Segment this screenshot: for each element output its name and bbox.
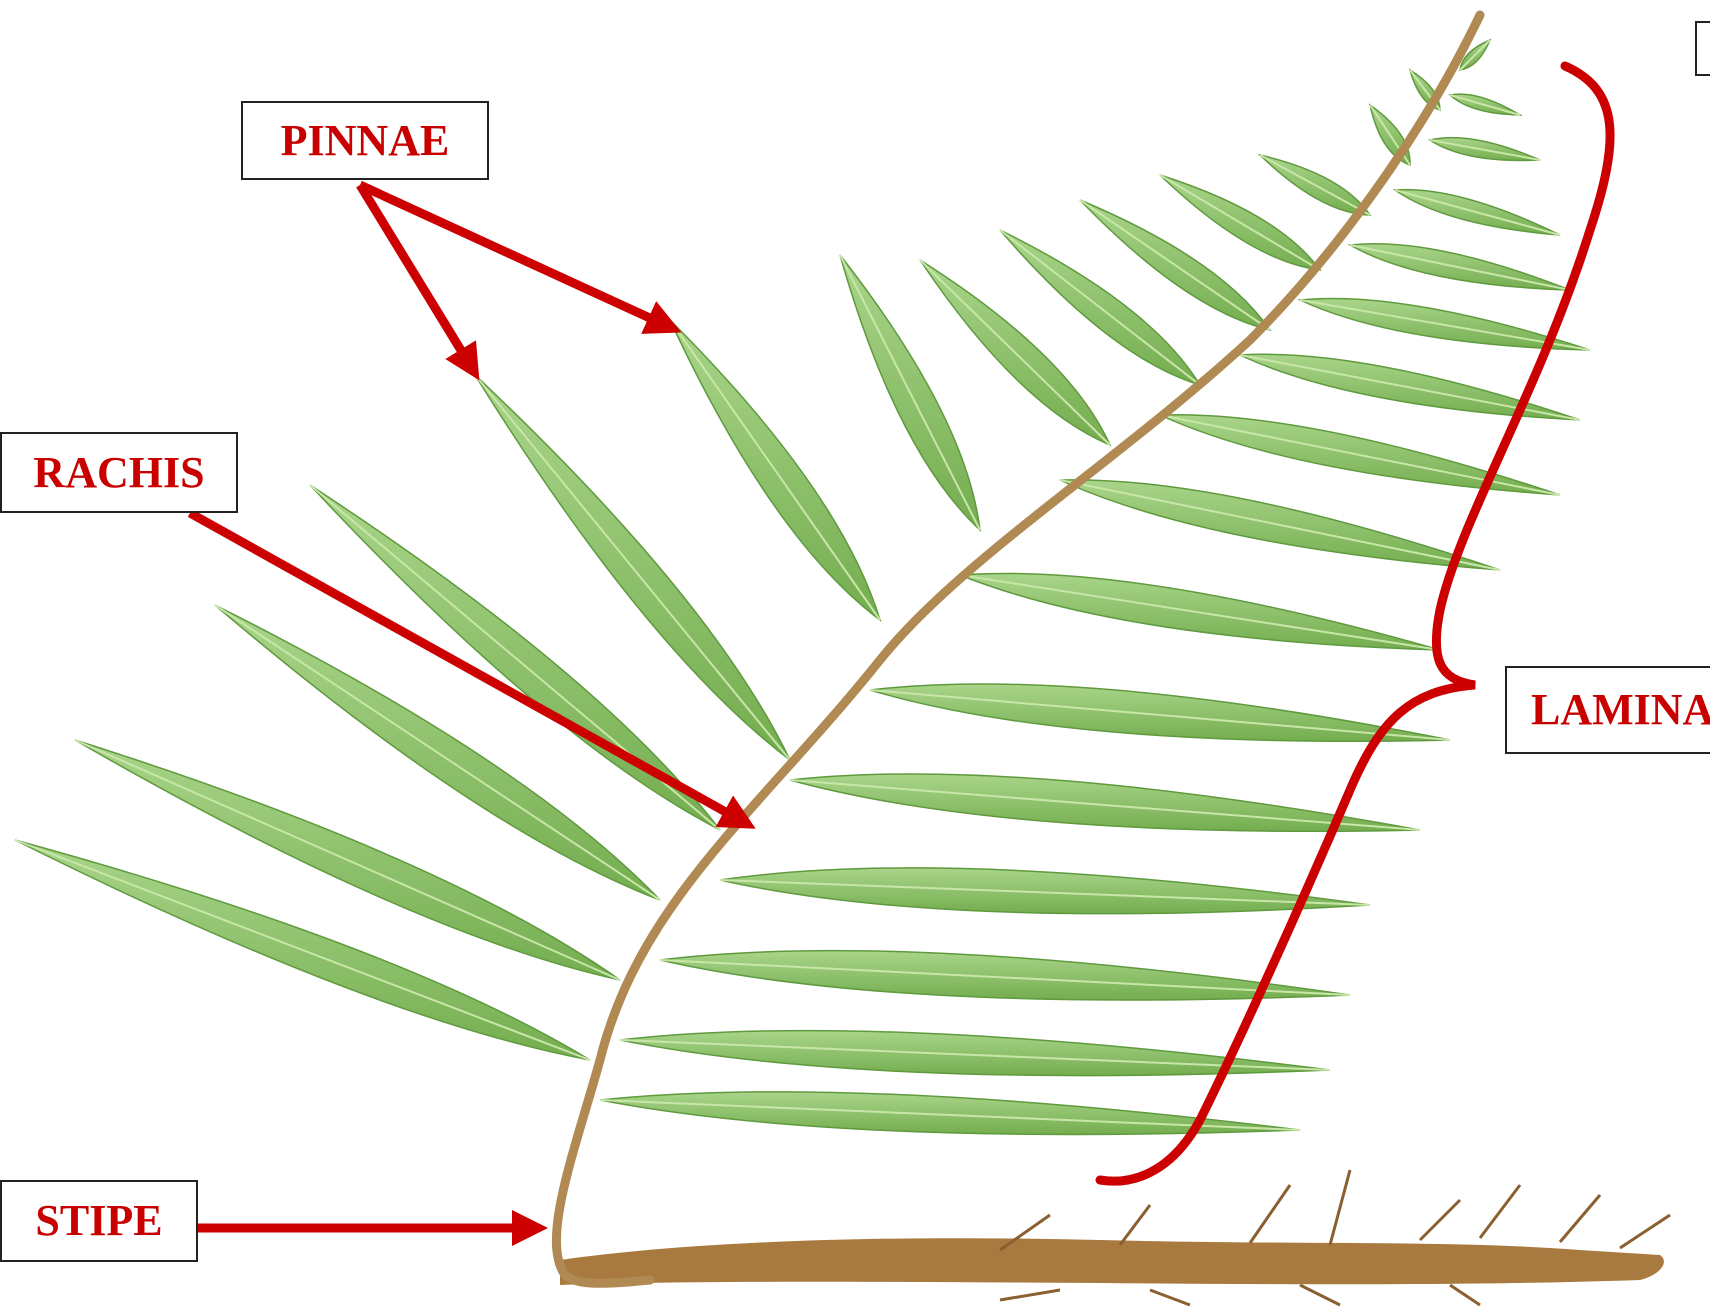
stipe-label: STIPE	[0, 1180, 198, 1262]
pinna-midrib	[1260, 155, 1370, 215]
pinna-midrib	[1350, 245, 1570, 290]
pinnae-arrows	[360, 185, 665, 365]
pinna-midrib	[1395, 190, 1560, 235]
pinna-midrib	[15, 840, 590, 1060]
pinnae-label: PINNAE	[241, 101, 489, 180]
pinna-leaflet	[720, 868, 1370, 914]
rachis-label: RACHIS	[0, 432, 238, 513]
pinna-midrib	[1060, 480, 1500, 570]
pinna-midrib	[960, 575, 1440, 650]
corner-label-box	[1695, 21, 1710, 76]
rhizome	[560, 1170, 1670, 1305]
pinna-midrib	[670, 320, 880, 620]
pinna-midrib	[75, 740, 620, 980]
pinnae	[15, 40, 1590, 1134]
lamina-label: LAMINA	[1505, 666, 1710, 754]
pinna-leaflet	[660, 951, 1350, 1000]
